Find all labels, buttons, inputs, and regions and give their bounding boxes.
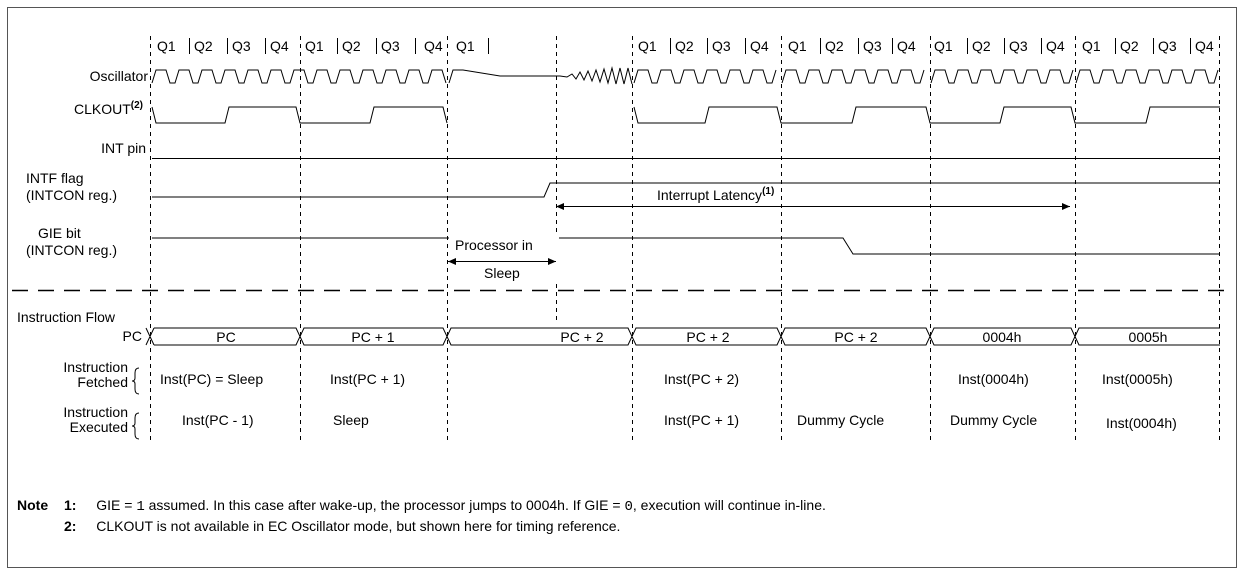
q-label: Q1 xyxy=(788,38,807,54)
interrupt-latency-label: Interrupt Latency(1) xyxy=(657,186,774,203)
executed-instruction: Inst(PC - 1) xyxy=(182,412,254,428)
intf-reg-label: (INTCON reg.) xyxy=(26,187,117,203)
gie-bit-label: GIE bit xyxy=(38,225,81,241)
pc-value: PC + 2 xyxy=(560,329,603,345)
q-label: Q1 xyxy=(934,38,953,54)
note-2-text: CLKOUT is not available in EC Oscillator… xyxy=(96,518,621,534)
q-label: Q4 xyxy=(1046,38,1065,54)
note-1: 1: GIE = 1 assumed. In this case after w… xyxy=(64,497,826,515)
quarter-labels: Q1 Q2 Q3 Q4 Q1 Q2 Q3 Q4 Q1 Q1 Q2 Q3 Q4 Q… xyxy=(157,38,1214,54)
figure-frame xyxy=(7,7,1237,568)
signal-labels: Oscillator CLKOUT(2) INT pin INTF flag (… xyxy=(17,68,148,435)
instruction-flow-label: Instruction Flow xyxy=(17,309,116,325)
q-label: Q4 xyxy=(270,38,289,54)
pc-value: PC + 2 xyxy=(834,329,877,345)
quarter-separators xyxy=(189,38,1191,54)
note-1-text-c: , execution will continue in-line. xyxy=(632,497,826,513)
sleep-label: Sleep xyxy=(484,265,520,281)
executed-instruction: Dummy Cycle xyxy=(950,412,1037,428)
pc-value: PC + 1 xyxy=(351,329,394,345)
fetched-instruction: Inst(PC + 2) xyxy=(664,371,739,387)
pc-value: 0004h xyxy=(983,329,1022,345)
note-1-number: 1: xyxy=(64,497,77,513)
q-label: Q2 xyxy=(675,38,694,54)
q-label: Q2 xyxy=(194,38,213,54)
q-label: Q2 xyxy=(972,38,991,54)
executed-label-2: Executed xyxy=(70,419,128,435)
fetched-label-1: Instruction xyxy=(63,359,128,375)
pc-value: PC xyxy=(216,329,235,345)
gie-bit-waveform xyxy=(152,237,1220,255)
intf-flag-label: INTF flag xyxy=(26,170,84,186)
note-heading-text: Note xyxy=(17,497,49,513)
pc-label: PC xyxy=(123,328,142,344)
executed-instruction: Inst(PC + 1) xyxy=(664,412,739,428)
executed-row: Inst(PC - 1) Sleep Inst(PC + 1) Dummy Cy… xyxy=(182,412,1177,431)
note-heading: Note xyxy=(17,497,48,513)
fetched-row: Inst(PC) = Sleep Inst(PC + 1) Inst(PC + … xyxy=(160,371,1173,387)
q-label: Q3 xyxy=(863,38,882,54)
int-pin-label: INT pin xyxy=(101,140,146,156)
q-label: Q4 xyxy=(897,38,916,54)
q-label: Q3 xyxy=(381,38,400,54)
q-label: Q4 xyxy=(424,38,443,54)
note-2-number: 2: xyxy=(64,518,77,534)
q-label: Q4 xyxy=(750,38,769,54)
q-label: Q3 xyxy=(1009,38,1028,54)
executed-instruction: Inst(0004h) xyxy=(1106,415,1177,431)
fetched-instruction: Inst(PC + 1) xyxy=(330,371,405,387)
fetched-instruction: Inst(0005h) xyxy=(1102,371,1173,387)
note-2: 2: CLKOUT is not available in EC Oscilla… xyxy=(64,518,620,534)
q-label: Q1 xyxy=(456,38,475,54)
q-label: Q3 xyxy=(1158,38,1177,54)
oscillator-waveform xyxy=(151,66,1219,85)
executed-instruction: Dummy Cycle xyxy=(797,412,884,428)
q-label: Q3 xyxy=(712,38,731,54)
fetched-instruction: Inst(0004h) xyxy=(958,371,1029,387)
gie-reg-label: (INTCON reg.) xyxy=(26,242,117,258)
note-1-code-1: 1 xyxy=(136,499,145,515)
pc-bus xyxy=(145,327,1220,346)
executed-instruction: Sleep xyxy=(333,412,369,428)
sleep-arrow xyxy=(448,258,556,265)
q-label: Q1 xyxy=(638,38,657,54)
q-label: Q1 xyxy=(305,38,324,54)
oscillator-label: Oscillator xyxy=(90,68,149,84)
clkout-label: CLKOUT(2) xyxy=(74,100,143,117)
q-label: Q2 xyxy=(342,38,361,54)
executed-label-1: Instruction xyxy=(63,404,128,420)
q-label: Q4 xyxy=(1195,38,1214,54)
q-label: Q3 xyxy=(232,38,251,54)
note-1-text-a: GIE = xyxy=(96,497,137,513)
q-label: Q2 xyxy=(825,38,844,54)
processor-in-box-bg xyxy=(449,232,559,280)
fetched-label-2: Fetched xyxy=(77,374,128,390)
clkout-waveform xyxy=(151,106,1220,124)
processor-in-label: Processor in xyxy=(455,237,533,253)
intf-flag-waveform xyxy=(152,182,1220,198)
pc-value: PC + 2 xyxy=(686,329,729,345)
fetched-instruction: Inst(PC) = Sleep xyxy=(160,371,263,387)
interrupt-latency-arrow xyxy=(556,203,1070,210)
note-1-text-b: assumed. In this case after wake-up, the… xyxy=(144,497,625,513)
note-1-code-2: 0 xyxy=(624,499,633,515)
braces xyxy=(131,367,140,440)
q-label: Q1 xyxy=(157,38,176,54)
q-label: Q2 xyxy=(1120,38,1139,54)
pc-values: PC PC + 1 PC + 2 PC + 2 PC + 2 0004h 000… xyxy=(216,329,1167,345)
pc-value: 0005h xyxy=(1129,329,1168,345)
q-label: Q1 xyxy=(1082,38,1101,54)
